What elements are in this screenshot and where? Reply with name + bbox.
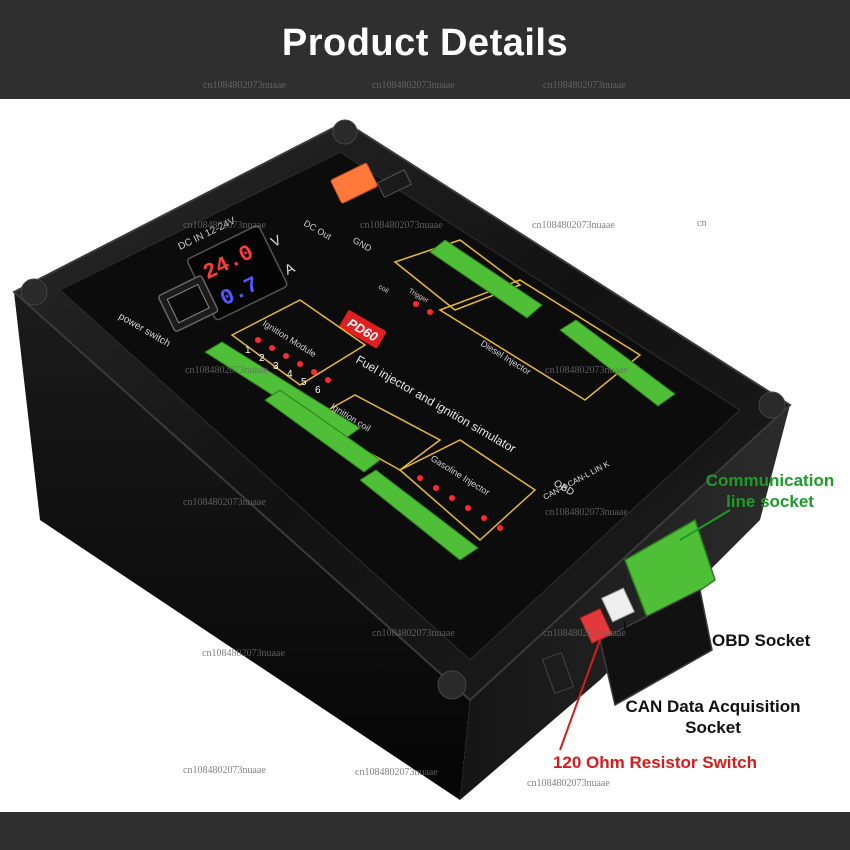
- channel-number: 3: [273, 361, 279, 372]
- power-switch: [158, 275, 219, 332]
- led: [311, 369, 317, 375]
- obd-socket: [599, 588, 713, 707]
- led: [325, 377, 331, 383]
- channel-number: 4: [287, 369, 293, 380]
- corner-screw: [332, 119, 358, 145]
- terminal-block-ignition-coil: [264, 389, 381, 473]
- watermark: cn1084802073nuaae: [545, 507, 628, 518]
- can-data-socket: [600, 587, 636, 623]
- dc-out-plug: [330, 162, 378, 204]
- ignition-module-outline: [230, 299, 367, 386]
- watermark: cn1084802073nuaae: [355, 767, 438, 778]
- can-data-socket-label-line1: CAN Data Acquisition: [625, 697, 801, 716]
- watermark: cn1084802073nuaae: [202, 648, 285, 659]
- corner-screw: [20, 278, 48, 306]
- channel-number: 5: [301, 377, 307, 388]
- led: [433, 485, 439, 491]
- watermark: cn1084802073nuaae: [183, 497, 266, 508]
- led: [417, 475, 423, 481]
- communication-line-socket-label: Communication line socket: [690, 470, 850, 512]
- dc-out-connector: [330, 162, 413, 204]
- coil-label: coil: [377, 284, 390, 296]
- led: [449, 495, 455, 501]
- led: [255, 337, 261, 343]
- watermark: cn1084802073nuaae: [203, 80, 286, 91]
- obd-socket-label: OBD Socket: [712, 631, 811, 650]
- bottom-banner: [0, 812, 850, 850]
- led: [427, 309, 433, 315]
- watermark: cn1084802073nuaae: [360, 220, 443, 231]
- callout-lines: [559, 509, 731, 751]
- led: [497, 525, 503, 531]
- callout-line-resistor: [559, 639, 601, 751]
- banner-title: Product Details: [281, 22, 569, 64]
- led: [269, 345, 275, 351]
- can-data-socket-label-line2: Socket: [685, 718, 741, 737]
- watermark-edge: cn: [697, 218, 707, 229]
- product-photo: 24.0 V 0.7 A DC IN 12-24V power switch D…: [12, 119, 792, 800]
- watermark: cn1084802073nuaae: [185, 365, 268, 376]
- can-data-socket-label: CAN Data Acquisition Socket: [608, 696, 818, 738]
- channel-number: 6: [315, 385, 321, 396]
- channel-number: 1: [245, 345, 251, 356]
- watermark: cn1084802073nuaae: [372, 628, 455, 639]
- side-connectors: [541, 518, 716, 707]
- dc-out-header: [376, 169, 413, 199]
- top-banner: [0, 0, 850, 99]
- led: [413, 301, 419, 307]
- model-badge-box: [339, 310, 387, 349]
- led: [465, 505, 471, 511]
- corner-screw: [758, 391, 786, 419]
- watermark: cn1084802073nuaae: [532, 220, 615, 231]
- led: [283, 353, 289, 359]
- resistor-switch: [579, 607, 613, 645]
- watermark: cn1084802073nuaae: [183, 220, 266, 231]
- led: [297, 361, 303, 367]
- indicator-leds: [255, 301, 503, 531]
- terminal-blocks: [204, 239, 676, 561]
- watermark: cn1084802073nuaae: [183, 765, 266, 776]
- dc-jack: [541, 652, 575, 694]
- callout-line-comm: [679, 509, 731, 541]
- power-switch-rocker: [166, 283, 210, 324]
- watermark: cn1084802073nuaae: [527, 778, 610, 789]
- enclosure-front-face: [14, 292, 470, 800]
- channel-number: 2: [259, 353, 265, 364]
- communication-line-socket-label-line1: Communication: [705, 471, 835, 490]
- corner-screw: [437, 670, 467, 700]
- terminal-block-gasoline-injector: [359, 469, 479, 561]
- watermark: cn1084802073nuaae: [543, 80, 626, 91]
- terminal-block-diesel-injector: [559, 319, 676, 407]
- resistor-switch-label: 120 Ohm Resistor Switch: [552, 753, 758, 772]
- gasoline-injector-outline: [398, 439, 537, 542]
- communication-line-socket: [624, 518, 716, 627]
- led: [481, 515, 487, 521]
- watermark: cn1084802073nuaae: [545, 365, 628, 376]
- communication-line-socket-label-line2: line socket: [726, 492, 814, 511]
- watermark: cn1084802073nuaae: [372, 80, 455, 91]
- watermark: cn1084802073nuaae: [543, 628, 626, 639]
- terminal-block-trigger: [429, 239, 543, 319]
